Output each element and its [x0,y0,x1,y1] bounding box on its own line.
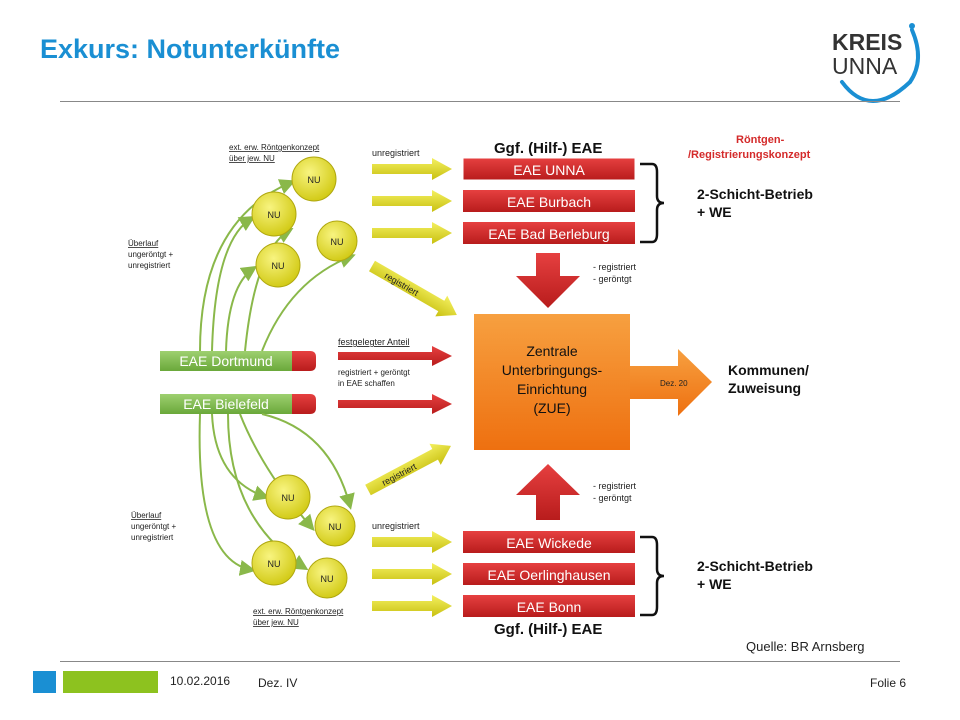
schicht-top-1: 2-Schicht-Betrieb [697,186,813,202]
dez20-label: Dez. 20 [660,379,688,388]
unregistriert-top: unregistriert [372,148,420,158]
nu-label: NU [272,261,285,271]
yellow-arrow-bottom-3 [372,595,452,617]
footer-divider [60,661,900,662]
yellow-arrow-registriert-bottom: registriert [365,443,451,496]
ueberlauf-top-3: unregistriert [128,261,171,270]
ext-bottom-2: über jew. NU [253,618,299,627]
note-bottom-2: - geröntgt [593,493,632,503]
yellow-arrow-bottom-1 [372,531,452,553]
eae-label: EAE Bonn [517,599,582,615]
nu-label: NU [308,175,321,185]
slide-title: Exkurs: Notunterkünfte [40,34,341,64]
ext-top-2: über jew. NU [229,154,275,163]
eae-box-dortmund: EAE Dortmund [160,351,316,371]
ueberlauf-top-2: ungeröntgt + [128,250,173,259]
footer-blue-square [33,671,56,693]
roentgen-label-2: /Registrierungskonzept [688,149,811,161]
unregistriert-bottom: unregistriert [372,521,420,531]
arrow-down-to-zue [516,253,580,308]
nu-label: NU [321,574,334,584]
eae-box-wickede: EAE Wickede [463,531,635,553]
brace-top [640,162,665,244]
source-caption: Quelle: BR Arnsberg [746,639,865,654]
logo-line2: UNNA [832,53,898,79]
header-divider [60,101,900,102]
eae-box-bielefeld: EAE Bielefeld [160,394,316,414]
zue-line: Einrichtung [517,381,587,397]
reg-schaffen-2: in EAE schaffen [338,379,395,388]
green-eae-label: EAE Dortmund [179,353,272,369]
footer-page-number: Folie 6 [870,676,907,690]
schicht-bottom-1: 2-Schicht-Betrieb [697,558,813,574]
note-top-1: - registriert [593,262,637,272]
eae-label: EAE Oerlinghausen [488,567,611,583]
kommunen-1: Kommunen/ [728,362,809,378]
zue-line: Unterbringungs- [502,362,603,378]
yellow-arrow-bottom-2 [372,563,452,585]
nu-node: NU [251,191,297,237]
yellow-arrow-top-3 [372,222,452,244]
eae-box-unna: EAE UNNA [462,157,636,181]
kommunen-2: Zuweisung [728,380,801,396]
arrow-to-kommunen [630,349,712,416]
red-arrow-schaffen [338,394,452,414]
red-arrow-festgelegt [338,346,452,366]
nu-node: NU [291,156,337,202]
bottom-header: Ggf. (Hilf-) EAE [494,621,602,638]
eae-box-bad-berleburg: EAE Bad Berleburg [463,222,635,244]
top-header: Ggf. (Hilf-) EAE [494,140,602,157]
schicht-bottom-2: + WE [697,576,732,592]
green-eae-label: EAE Bielefeld [183,396,269,412]
ueberlauf-bottom-2: ungeröntgt + [131,522,176,531]
zue-line: (ZUE) [533,400,570,416]
eae-label: EAE UNNA [513,162,585,178]
nu-label: NU [329,522,342,532]
footer-date: 10.02.2016 [170,674,231,688]
ext-bottom-1: ext. erw. Röntgenkonzept [253,607,344,616]
eae-label: EAE Burbach [507,194,591,210]
yellow-arrow-top-1 [372,158,452,180]
zue-line: Zentrale [526,343,578,359]
ext-top-1: ext. erw. Röntgenkonzept [229,143,320,152]
nu-node: NU [265,474,311,520]
nu-node: NU [306,557,348,599]
brace-bottom [640,535,665,617]
eae-label: EAE Bad Berleburg [488,226,609,242]
eae-box-bonn: EAE Bonn [463,595,635,617]
yellow-arrow-top-2 [372,190,452,212]
nu-node: NU [314,505,356,547]
nu-node: NU [255,242,301,288]
ueberlauf-bottom-3: unregistriert [131,533,174,542]
footer-department: Dez. IV [258,676,298,690]
festgelegter-label: festgelegter Anteil [338,337,410,347]
schicht-top-2: + WE [697,204,732,220]
nu-node: NU [251,540,297,586]
kreis-unna-logo: KREIS UNNA [832,23,920,103]
eae-label: EAE Wickede [506,535,592,551]
note-bottom-1: - registriert [593,481,637,491]
logo-line1: KREIS [832,29,902,55]
nu-node: NU [316,220,358,262]
note-top-2: - geröntgt [593,274,632,284]
nu-label: NU [268,559,281,569]
ueberlauf-top-1: Überlauf [128,239,159,248]
eae-box-burbach: EAE Burbach [463,190,635,212]
nu-label: NU [331,237,344,247]
roentgen-label-1: Röntgen- [736,134,785,146]
ueberlauf-bottom-1: Überlauf [131,511,162,520]
zue-box: Zentrale Unterbringungs- Einrichtung (ZU… [474,314,630,450]
footer-green-bar [63,671,158,693]
nu-label: NU [282,493,295,503]
yellow-arrow-registriert-top: registriert [369,260,457,317]
reg-schaffen-1: registriert + geröntgt [338,368,411,377]
nu-label: NU [268,210,281,220]
arrow-up-to-zue [516,464,580,520]
eae-box-oerlinghausen: EAE Oerlinghausen [463,563,635,585]
